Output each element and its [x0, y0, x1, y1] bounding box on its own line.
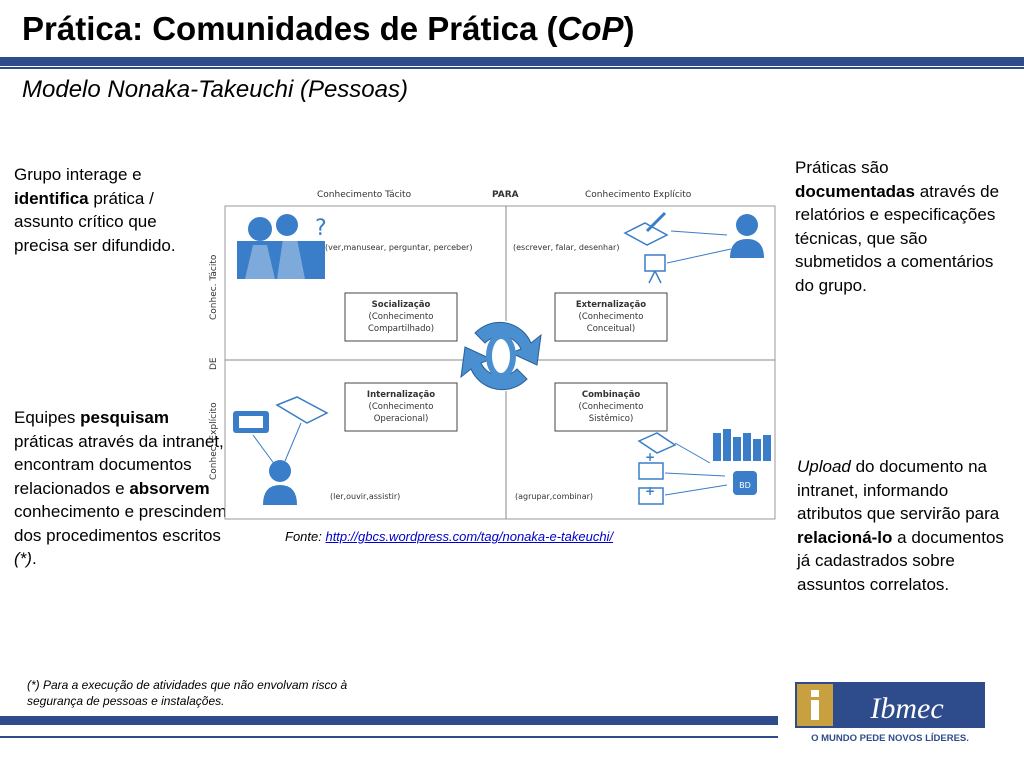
- logo-name: Ibmec: [869, 692, 943, 725]
- footer-rule-thick: [0, 716, 778, 725]
- page-title: Prática: Comunidades de Prática (CoP): [22, 10, 635, 47]
- subtitle: Modelo Nonaka-Takeuchi (Pessoas): [22, 76, 408, 103]
- box-socialization: Socialização (Conhecimento Compartilhado…: [344, 292, 458, 342]
- svg-text:(Conhecimento: (Conhecimento: [579, 402, 644, 412]
- plus-icon-2: +: [645, 484, 655, 498]
- people-group-icon: [237, 214, 325, 279]
- footnote: (*) Para a execução de atividades que nã…: [27, 678, 348, 708]
- arrow-docs-to-db-1: [674, 442, 711, 464]
- reader-person-icon: [263, 460, 297, 505]
- ibmec-logo: Ibmec O MUNDO PEDE NOVOS LÍDERES.: [795, 682, 985, 744]
- plus-icon: +: [645, 450, 655, 464]
- header-para: PARA: [492, 190, 519, 200]
- header-tacit: Conhecimento Tácito: [317, 190, 412, 200]
- header-rule-thick: [0, 57, 1024, 66]
- header-rule-thin: [0, 67, 1024, 69]
- svg-text:(Conhecimento: (Conhecimento: [369, 312, 434, 322]
- svg-text:Compartilhado): Compartilhado): [368, 324, 434, 334]
- arrow-book-to-person: [284, 422, 302, 462]
- svg-text:Internalização: Internalização: [367, 390, 435, 400]
- header-explicit: Conhecimento Explícito: [585, 190, 692, 200]
- svg-text:Sistêmico): Sistêmico): [589, 413, 634, 424]
- arrow-video-to-person: [252, 434, 276, 466]
- video-tape-icon: [233, 411, 269, 433]
- note-upload: Upload do documento na intranet, informa…: [797, 457, 1004, 594]
- verbs-socialization: (ver,manusear, perguntar, perceber): [325, 243, 472, 252]
- side-label-explicit: Conhec. Explícito: [209, 402, 219, 480]
- footer-rule-thin: [0, 736, 778, 738]
- open-book-icon: [275, 396, 329, 424]
- cycle-arrows-icon: [460, 320, 542, 392]
- arrow-docs-to-db-3: [664, 484, 728, 496]
- side-label-tacit: Conhec. Tácito: [209, 254, 219, 320]
- source-link[interactable]: http://gbcs.wordpress.com/tag/nonaka-e-t…: [325, 529, 614, 544]
- svg-text:Socialização: Socialização: [372, 300, 431, 310]
- svg-text:Operacional): Operacional): [374, 414, 429, 424]
- note-document: Práticas são documentadas através de rel…: [795, 158, 1000, 295]
- svg-text:(Conhecimento: (Conhecimento: [369, 402, 434, 412]
- verbs-combination: (agrupar,combinar): [515, 492, 593, 501]
- easel-icon: [644, 254, 666, 284]
- person-icon: [730, 214, 764, 258]
- verbs-internalization: (ler,ouvir,assistir): [330, 492, 400, 501]
- nonaka-takeuchi-diagram: Conhecimento Tácito PARA Conhecimento Ex…: [209, 190, 776, 520]
- source-citation: Fonte: http://gbcs.wordpress.com/tag/non…: [285, 529, 614, 544]
- svg-text:Externalização: Externalização: [576, 300, 646, 310]
- svg-text:Combinação: Combinação: [582, 390, 640, 400]
- document-stack-icon: [637, 432, 677, 505]
- box-externalization: Externalização (Conhecimento Conceitual): [554, 292, 668, 342]
- verbs-externalization: (escrever, falar, desenhar): [513, 243, 619, 252]
- note-research: Equipes pesquisam práticas através da in…: [14, 408, 227, 568]
- side-label-de: DE: [209, 357, 219, 370]
- database-label: BD: [739, 481, 751, 490]
- svg-text:Conceitual): Conceitual): [587, 324, 635, 334]
- database-icon: [713, 429, 771, 495]
- arrow-person-to-easel: [666, 248, 732, 264]
- note-identify: Grupo interage e identifica prática / as…: [14, 165, 176, 255]
- question-mark-icon: ?: [315, 216, 327, 241]
- svg-text:(Conhecimento: (Conhecimento: [579, 312, 644, 322]
- box-combination: Combinação (Conhecimento Sistêmico): [554, 382, 668, 432]
- arrow-docs-to-db-2: [664, 472, 726, 477]
- arrow-person-to-doc: [670, 230, 728, 236]
- box-internalization: Internalização (Conhecimento Operacional…: [344, 382, 458, 432]
- logo-tagline: O MUNDO PEDE NOVOS LÍDERES.: [811, 733, 969, 744]
- document-writing-icon: [623, 211, 669, 246]
